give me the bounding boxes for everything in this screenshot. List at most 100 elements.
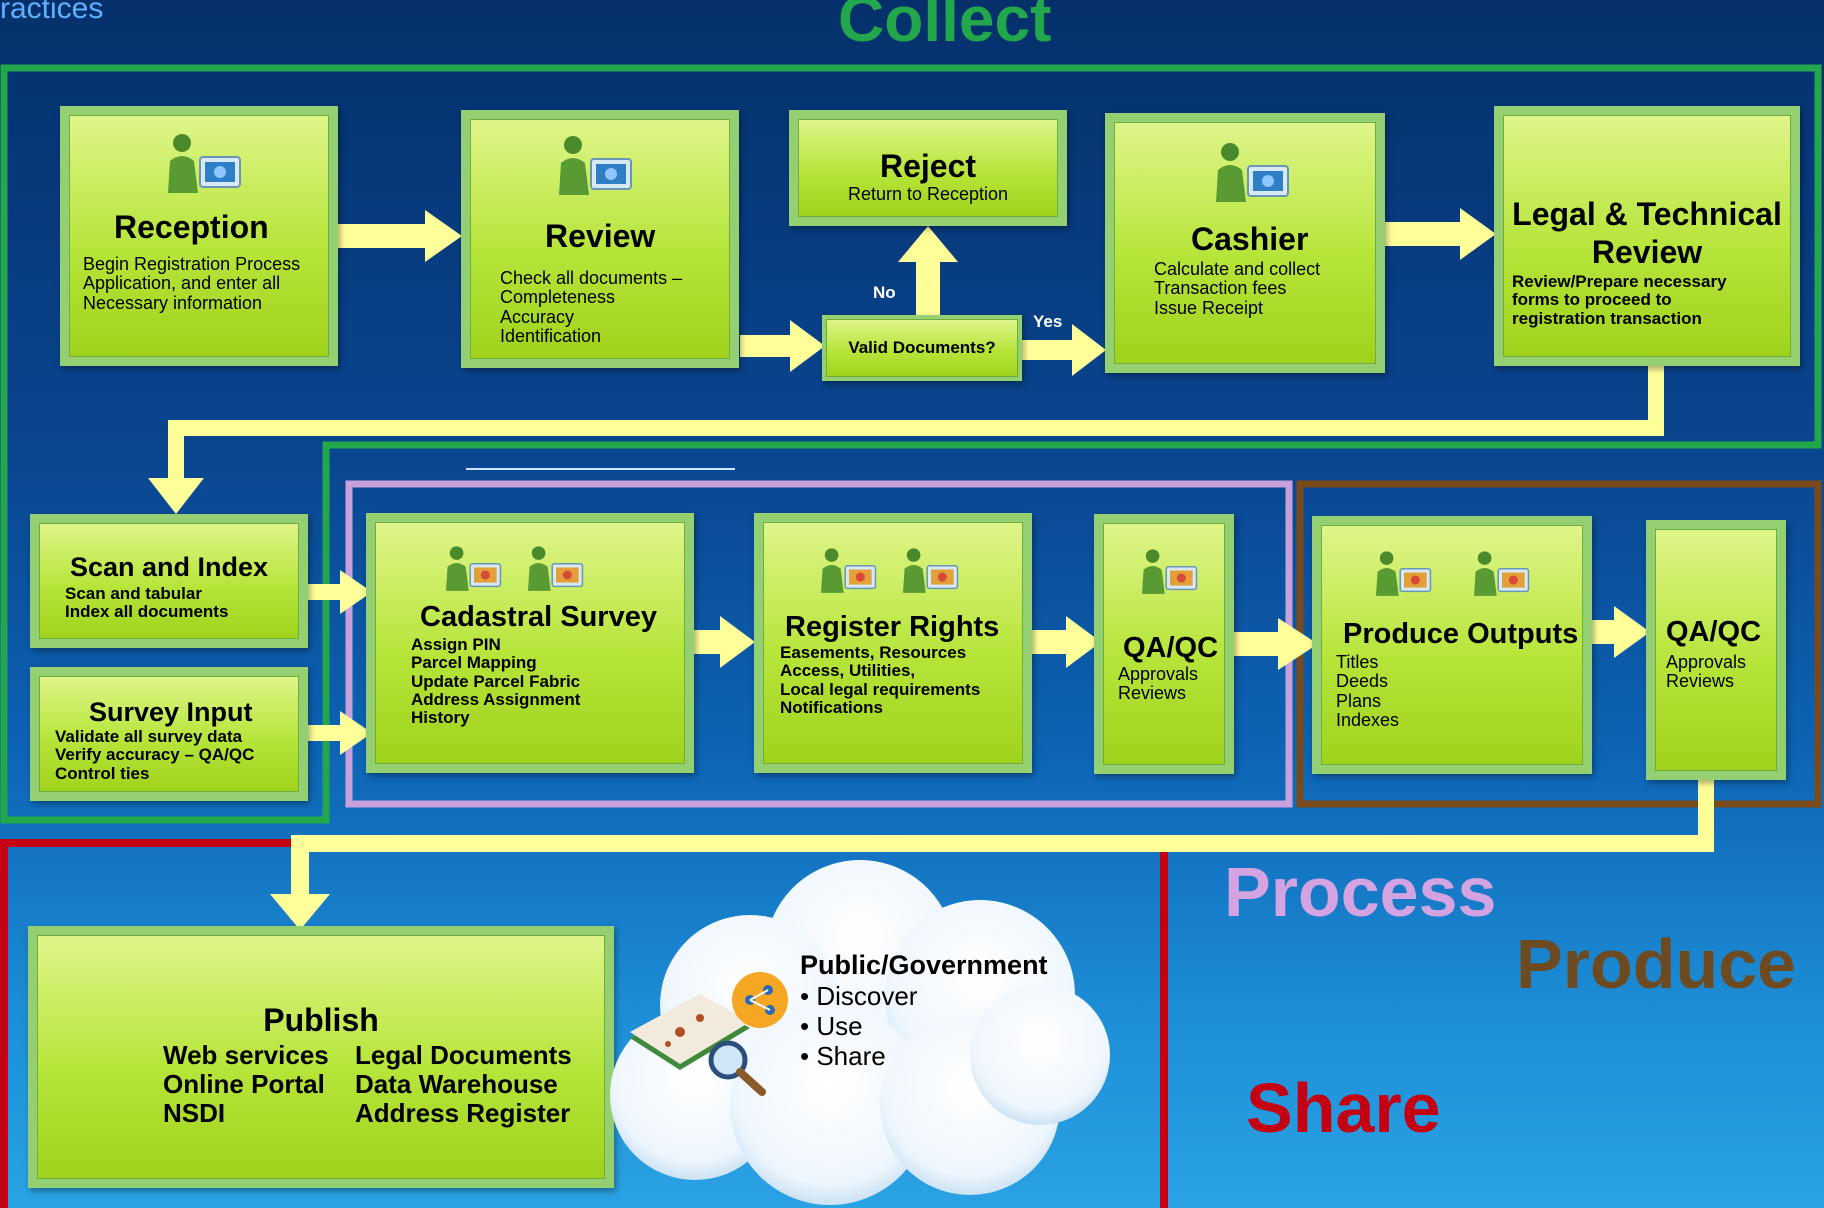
scan-line: Index all documents — [65, 602, 229, 622]
reject-box[interactable]: Reject Return to Reception — [789, 110, 1067, 226]
review-line: Completeness — [500, 287, 616, 308]
arrow-legal-scan — [148, 365, 1664, 514]
map-search-icon — [630, 972, 788, 1096]
cloud-bullet: • Share — [800, 1041, 886, 1071]
produce-outputs-title: Produce Outputs — [1343, 618, 1579, 650]
review-box[interactable]: Review Check all documents – Completenes… — [461, 110, 739, 368]
reception-title: Reception — [114, 209, 269, 245]
scan-text: Scan and tabular Index all documents — [65, 584, 229, 622]
collect-section-label: Collect — [838, 0, 1052, 55]
arrow-scan-cadastral — [308, 570, 372, 614]
partial-header-text: ractices — [0, 0, 104, 25]
valid-documents-decision[interactable]: Valid Documents? — [822, 315, 1022, 381]
cadastral-survey-box[interactable]: Cadastral Survey Assign PIN Parcel Mappi… — [366, 513, 694, 773]
qaqc1-title: QA/QC — [1123, 632, 1219, 664]
cashier-title: Cashier — [1191, 221, 1309, 257]
register-line: Easements, Resources — [780, 643, 967, 662]
legal-technical-review-box[interactable]: Legal & Technical Review Review/Prepare … — [1494, 106, 1800, 366]
produce-outputs-line: Indexes — [1336, 710, 1400, 731]
reception-line: Necessary information — [83, 292, 263, 313]
qaqc2-title: QA/QC — [1666, 616, 1762, 648]
publish-item: Online Portal — [163, 1069, 325, 1099]
arrow-reception-review — [338, 210, 462, 262]
review-text: Check all documents – Completeness Accur… — [500, 268, 683, 347]
register-line: Notifications — [780, 698, 883, 718]
register-text: Easements, Resources Access, Utilities, … — [780, 643, 981, 718]
qaqc2-line: Reviews — [1666, 671, 1735, 692]
produce-outputs-box[interactable]: Produce Outputs Titles Deeds Plans Index… — [1312, 516, 1592, 774]
person-computer-icon — [168, 134, 241, 193]
cadastral-line: Parcel Mapping — [411, 653, 537, 673]
cloud-icon — [610, 860, 1110, 1205]
cadastral-line: History — [411, 708, 470, 728]
publish-item: Legal Documents — [355, 1040, 572, 1070]
qaqc2-line: Approvals — [1666, 652, 1747, 672]
scan-line: Scan and tabular — [65, 584, 202, 603]
qaqc1-text: Approvals Reviews — [1118, 664, 1198, 704]
person-computer-icon — [1142, 549, 1198, 594]
legal-line: forms to proceed to — [1512, 290, 1672, 310]
register-title: Register Rights — [785, 611, 1000, 643]
cashier-box[interactable]: Cashier Calculate and collect Transactio… — [1105, 113, 1385, 373]
arrow-cadastral-register — [694, 616, 755, 668]
reception-box[interactable]: Reception Begin Registration Process App… — [60, 106, 338, 366]
cashier-line: Transaction fees — [1154, 278, 1287, 299]
legal-title-line2: Review — [1591, 234, 1703, 270]
qaqc2-text: Approvals Reviews — [1666, 652, 1747, 692]
survey-input-line: Verify accuracy – QA/QC — [55, 745, 255, 765]
produce-section-label: Produce — [1516, 925, 1797, 1003]
person-computer-icon — [903, 548, 959, 593]
person-computer-icon — [1216, 143, 1289, 202]
person-computer-icon — [1474, 551, 1530, 596]
publish-item: NSDI — [163, 1098, 226, 1128]
cloud-title: Public/Government — [800, 950, 1048, 980]
review-title: Review — [545, 218, 656, 254]
produce-outputs-text: Titles Deeds Plans Indexes — [1336, 652, 1400, 731]
person-computer-icon — [559, 136, 632, 195]
cadastral-title: Cadastral Survey — [420, 601, 657, 633]
collect-frame — [0, 64, 1822, 824]
review-line: Accuracy — [500, 306, 575, 327]
reject-title: Reject — [879, 148, 977, 184]
legal-line: Review/Prepare necessary — [1512, 272, 1727, 291]
qaqc-produce-box[interactable]: QA/QC Approvals Reviews — [1646, 520, 1786, 780]
person-computer-icon — [1376, 551, 1432, 596]
arrow-survey-cadastral — [308, 711, 372, 755]
publish-box[interactable]: Publish Web services Online Portal NSDI … — [28, 926, 614, 1188]
cadastral-line: Address Assignment — [411, 690, 581, 710]
arrow-review-valid — [740, 320, 825, 372]
scan-title: Scan and Index — [70, 552, 269, 582]
scan-index-box[interactable]: Scan and Index Scan and tabular Index al… — [30, 514, 308, 648]
arrow-register-qaqc — [1030, 616, 1101, 668]
arrow-qaqc-produce — [1233, 618, 1318, 670]
produce-outputs-line: Plans — [1336, 690, 1382, 711]
cloud-bullet: • Discover — [800, 981, 918, 1011]
arrow-valid-cashier — [1022, 324, 1106, 376]
person-computer-icon — [528, 546, 584, 591]
survey-input-line: Validate all survey data — [55, 727, 243, 746]
register-line: Access, Utilities, — [780, 661, 916, 681]
cloud-bullets: • Discover • Use • Share — [800, 981, 1048, 1071]
process-section-label: Process — [1224, 853, 1497, 931]
reception-line: Application, and enter all — [83, 273, 281, 294]
reject-subtitle: Return to Reception — [847, 184, 1009, 204]
arrow-cashier-legal — [1385, 208, 1496, 260]
cadastral-line: Assign PIN — [411, 635, 501, 654]
arrow-valid-reject — [898, 226, 958, 315]
qaqc-process-box[interactable]: QA/QC Approvals Reviews — [1094, 514, 1234, 774]
legal-text: Review/Prepare necessary forms to procee… — [1512, 272, 1727, 328]
produce-outputs-line: Titles — [1336, 652, 1379, 672]
publish-item: Web services — [163, 1040, 329, 1070]
review-line: Check all documents – — [500, 268, 683, 288]
no-label: No — [873, 283, 896, 302]
cloud-bullet: • Use — [800, 1011, 863, 1041]
cadastral-line: Update Parcel Fabric — [411, 671, 581, 691]
share-section-label: Share — [1246, 1069, 1441, 1147]
publish-item: Address Register — [355, 1098, 571, 1128]
publish-title: Publish — [263, 1002, 379, 1038]
survey-input-box[interactable]: Survey Input Validate all survey data Ve… — [30, 667, 308, 801]
register-line: Local legal requirements — [780, 679, 981, 699]
register-rights-box[interactable]: Register Rights Easements, Resources Acc… — [754, 513, 1032, 773]
